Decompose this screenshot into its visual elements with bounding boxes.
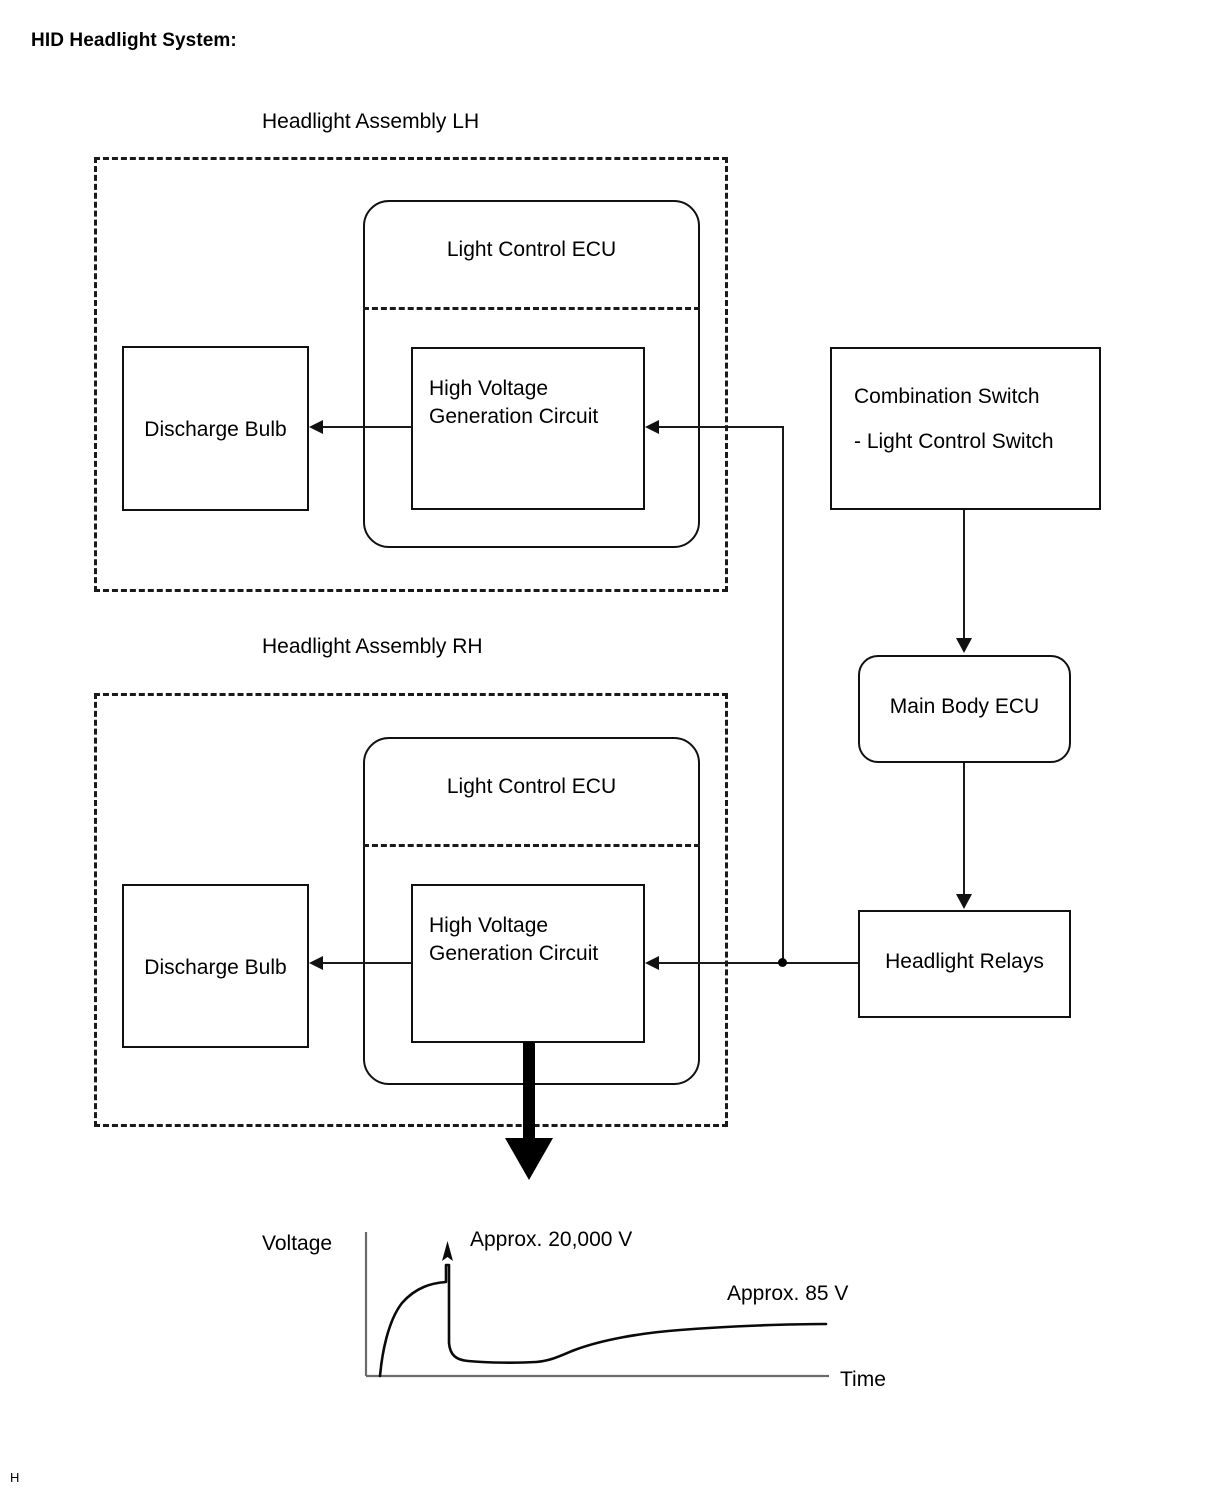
light-control-ecu-title-lh: Light Control ECU [446,238,617,261]
main-body-ecu-label: Main Body ECU [889,695,1040,718]
hvgc-label-line1-rh: High Voltage [429,914,549,937]
high-voltage-generation-circuit-lh: High Voltage Generation Circuit [411,347,645,510]
light-control-switch-label: - Light Control Switch [854,430,1054,453]
hvgc-label-line2-rh: Generation Circuit [429,942,599,965]
arrowhead-headlight-relays [956,894,972,909]
arrowhead-bulb-rh [309,956,323,970]
headlight-relays-box: Headlight Relays [858,910,1071,1018]
main-body-ecu-box: Main Body ECU [858,655,1071,763]
arrowhead-hvgc-lh [645,420,659,434]
wire-hvgc-to-bulb-rh [320,962,412,964]
arrowhead-hvgc-rh [645,956,659,970]
hvgc-label-line2-lh: Generation Circuit [429,405,599,428]
footer-page-mark: H [10,1470,20,1485]
light-control-ecu-lh: Light Control ECU [363,200,700,548]
wire-switch-to-main-ecu [963,510,965,638]
output-arrow-shaft [523,1042,535,1140]
graph-y-axis-label: Voltage [262,1232,333,1255]
arrowhead-main-ecu [956,638,972,653]
high-voltage-generation-circuit-rh: High Voltage Generation Circuit [411,884,645,1043]
ecu-internal-divider-lh [363,307,700,310]
assembly-label-rh: Headlight Assembly RH [262,635,483,658]
discharge-bulb-lh: Discharge Bulb [122,346,309,511]
graph-annotation-steady: Approx. 85 V [727,1282,849,1305]
wire-junction-dot [778,958,787,967]
graph-annotation-peak: Approx. 20,000 V [470,1228,633,1251]
assembly-boundary-rh [94,693,728,1127]
wire-main-ecu-to-relays [963,763,965,894]
light-control-ecu-title-rh: Light Control ECU [446,775,617,798]
page-title: HID Headlight System: [31,30,237,51]
wire-relay-to-hvgc-lh [656,426,783,428]
discharge-bulb-rh: Discharge Bulb [122,884,309,1048]
assembly-label-lh: Headlight Assembly LH [262,110,480,133]
discharge-bulb-label-rh: Discharge Bulb [144,956,287,979]
hvgc-label-line1-lh: High Voltage [429,377,549,400]
assembly-boundary-lh [94,157,728,592]
graph-voltage-curve [378,1263,828,1378]
wire-hvgc-to-bulb-lh [320,426,412,428]
arrowhead-bulb-lh [309,420,323,434]
graph-spike-arrowhead [442,1241,453,1261]
wire-relay-to-hvgc-rh [656,962,858,964]
graph-x-axis-label: Time [840,1368,886,1391]
combination-switch-label: Combination Switch [854,385,1040,408]
wire-branch-vertical [782,426,784,963]
combination-switch-box: Combination Switch - Light Control Switc… [830,347,1101,510]
output-arrow-head [505,1138,553,1180]
ecu-internal-divider-rh [363,844,700,847]
headlight-relays-label: Headlight Relays [885,950,1044,973]
voltage-time-graph [364,1232,829,1378]
discharge-bulb-label-lh: Discharge Bulb [144,418,287,441]
